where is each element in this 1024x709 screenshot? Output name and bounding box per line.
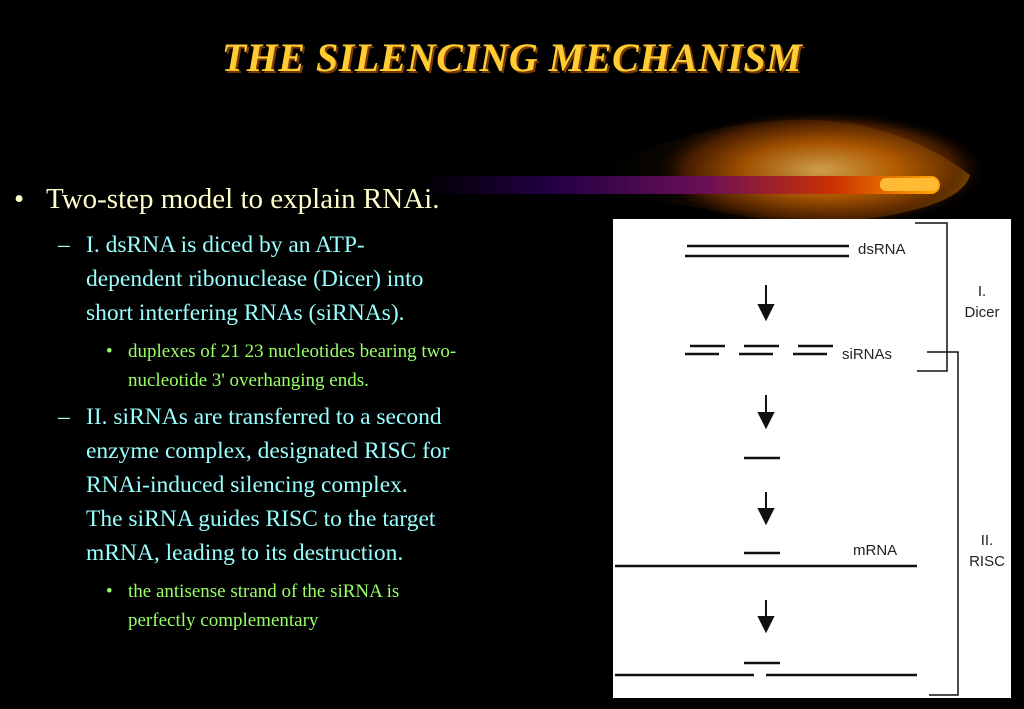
- dicer-stage-label: I. Dicer: [953, 281, 1011, 323]
- bullet-mark: •: [106, 581, 113, 602]
- stage-name: RISC: [969, 553, 1005, 570]
- rnai-diagram: dsRNA siRNAs mRNA I. Dicer II. RISC: [613, 219, 1011, 698]
- text-line: II. siRNAs are transferred to a second: [86, 404, 442, 430]
- text-line: The siRNA guides RISC to the target: [86, 506, 436, 532]
- bullet-step2-sub-text: the antisense strand of the siRNA is per…: [128, 577, 598, 635]
- comet-tail: [420, 176, 940, 194]
- dsrna-label: dsRNA: [858, 241, 906, 258]
- text-line: I. dsRNA is diced by an ATP-: [86, 232, 365, 258]
- stage-number: II.: [980, 532, 994, 549]
- text-line: nucleotide 3' overhanging ends.: [128, 370, 369, 391]
- bullet-step1-sub-text: duplexes of 21 23 nucleotides bearing tw…: [128, 337, 598, 395]
- slide-title: THE SILENCING MECHANISM: [221, 35, 803, 80]
- dicer-bracket: [915, 222, 948, 372]
- bullet-main-text: Two-step model to explain RNAi.: [46, 183, 440, 215]
- comet-halo: [650, 110, 990, 230]
- arrow-down-icon: [757, 492, 775, 526]
- text-line: dependent ribonuclease (Dicer) into: [86, 266, 424, 292]
- text-line: perfectly complementary: [128, 610, 319, 631]
- stage-name: Dicer: [964, 304, 1000, 321]
- arrow-down-icon: [757, 395, 775, 430]
- text-line: enzyme complex, designated RISC for: [86, 438, 450, 464]
- stage-number: I.: [977, 283, 987, 300]
- bullet-mark: •: [106, 341, 113, 362]
- bullet-step2-text: II. siRNAs are transferred to a second e…: [86, 400, 586, 570]
- bullet-step1-text: I. dsRNA is diced by an ATP- dependent r…: [86, 228, 586, 330]
- dsrna-duplex: [685, 244, 849, 258]
- diagram-drawing: [615, 222, 959, 696]
- text-line: short interfering RNAs (siRNAs).: [86, 300, 405, 326]
- risc-stage-label: II. RISC: [963, 530, 1011, 572]
- comet-core: [880, 178, 938, 191]
- text-line: duplexes of 21 23 nucleotides bearing tw…: [128, 341, 457, 362]
- mrna-label: mRNA: [853, 542, 898, 559]
- sirna-duplexes: [685, 344, 833, 356]
- text-line: mRNA, leading to its destruction.: [86, 540, 404, 566]
- dash-mark: –: [58, 232, 70, 258]
- bullet-mark: •: [14, 183, 25, 215]
- arrow-down-icon: [757, 285, 775, 322]
- text-line: the antisense strand of the siRNA is: [128, 581, 400, 602]
- text-line: RNAi-induced silencing complex.: [86, 472, 408, 498]
- sirnas-label: siRNAs: [842, 346, 893, 363]
- risc-bracket: [927, 351, 959, 696]
- arrow-down-icon: [757, 600, 775, 634]
- dash-mark: –: [58, 404, 70, 430]
